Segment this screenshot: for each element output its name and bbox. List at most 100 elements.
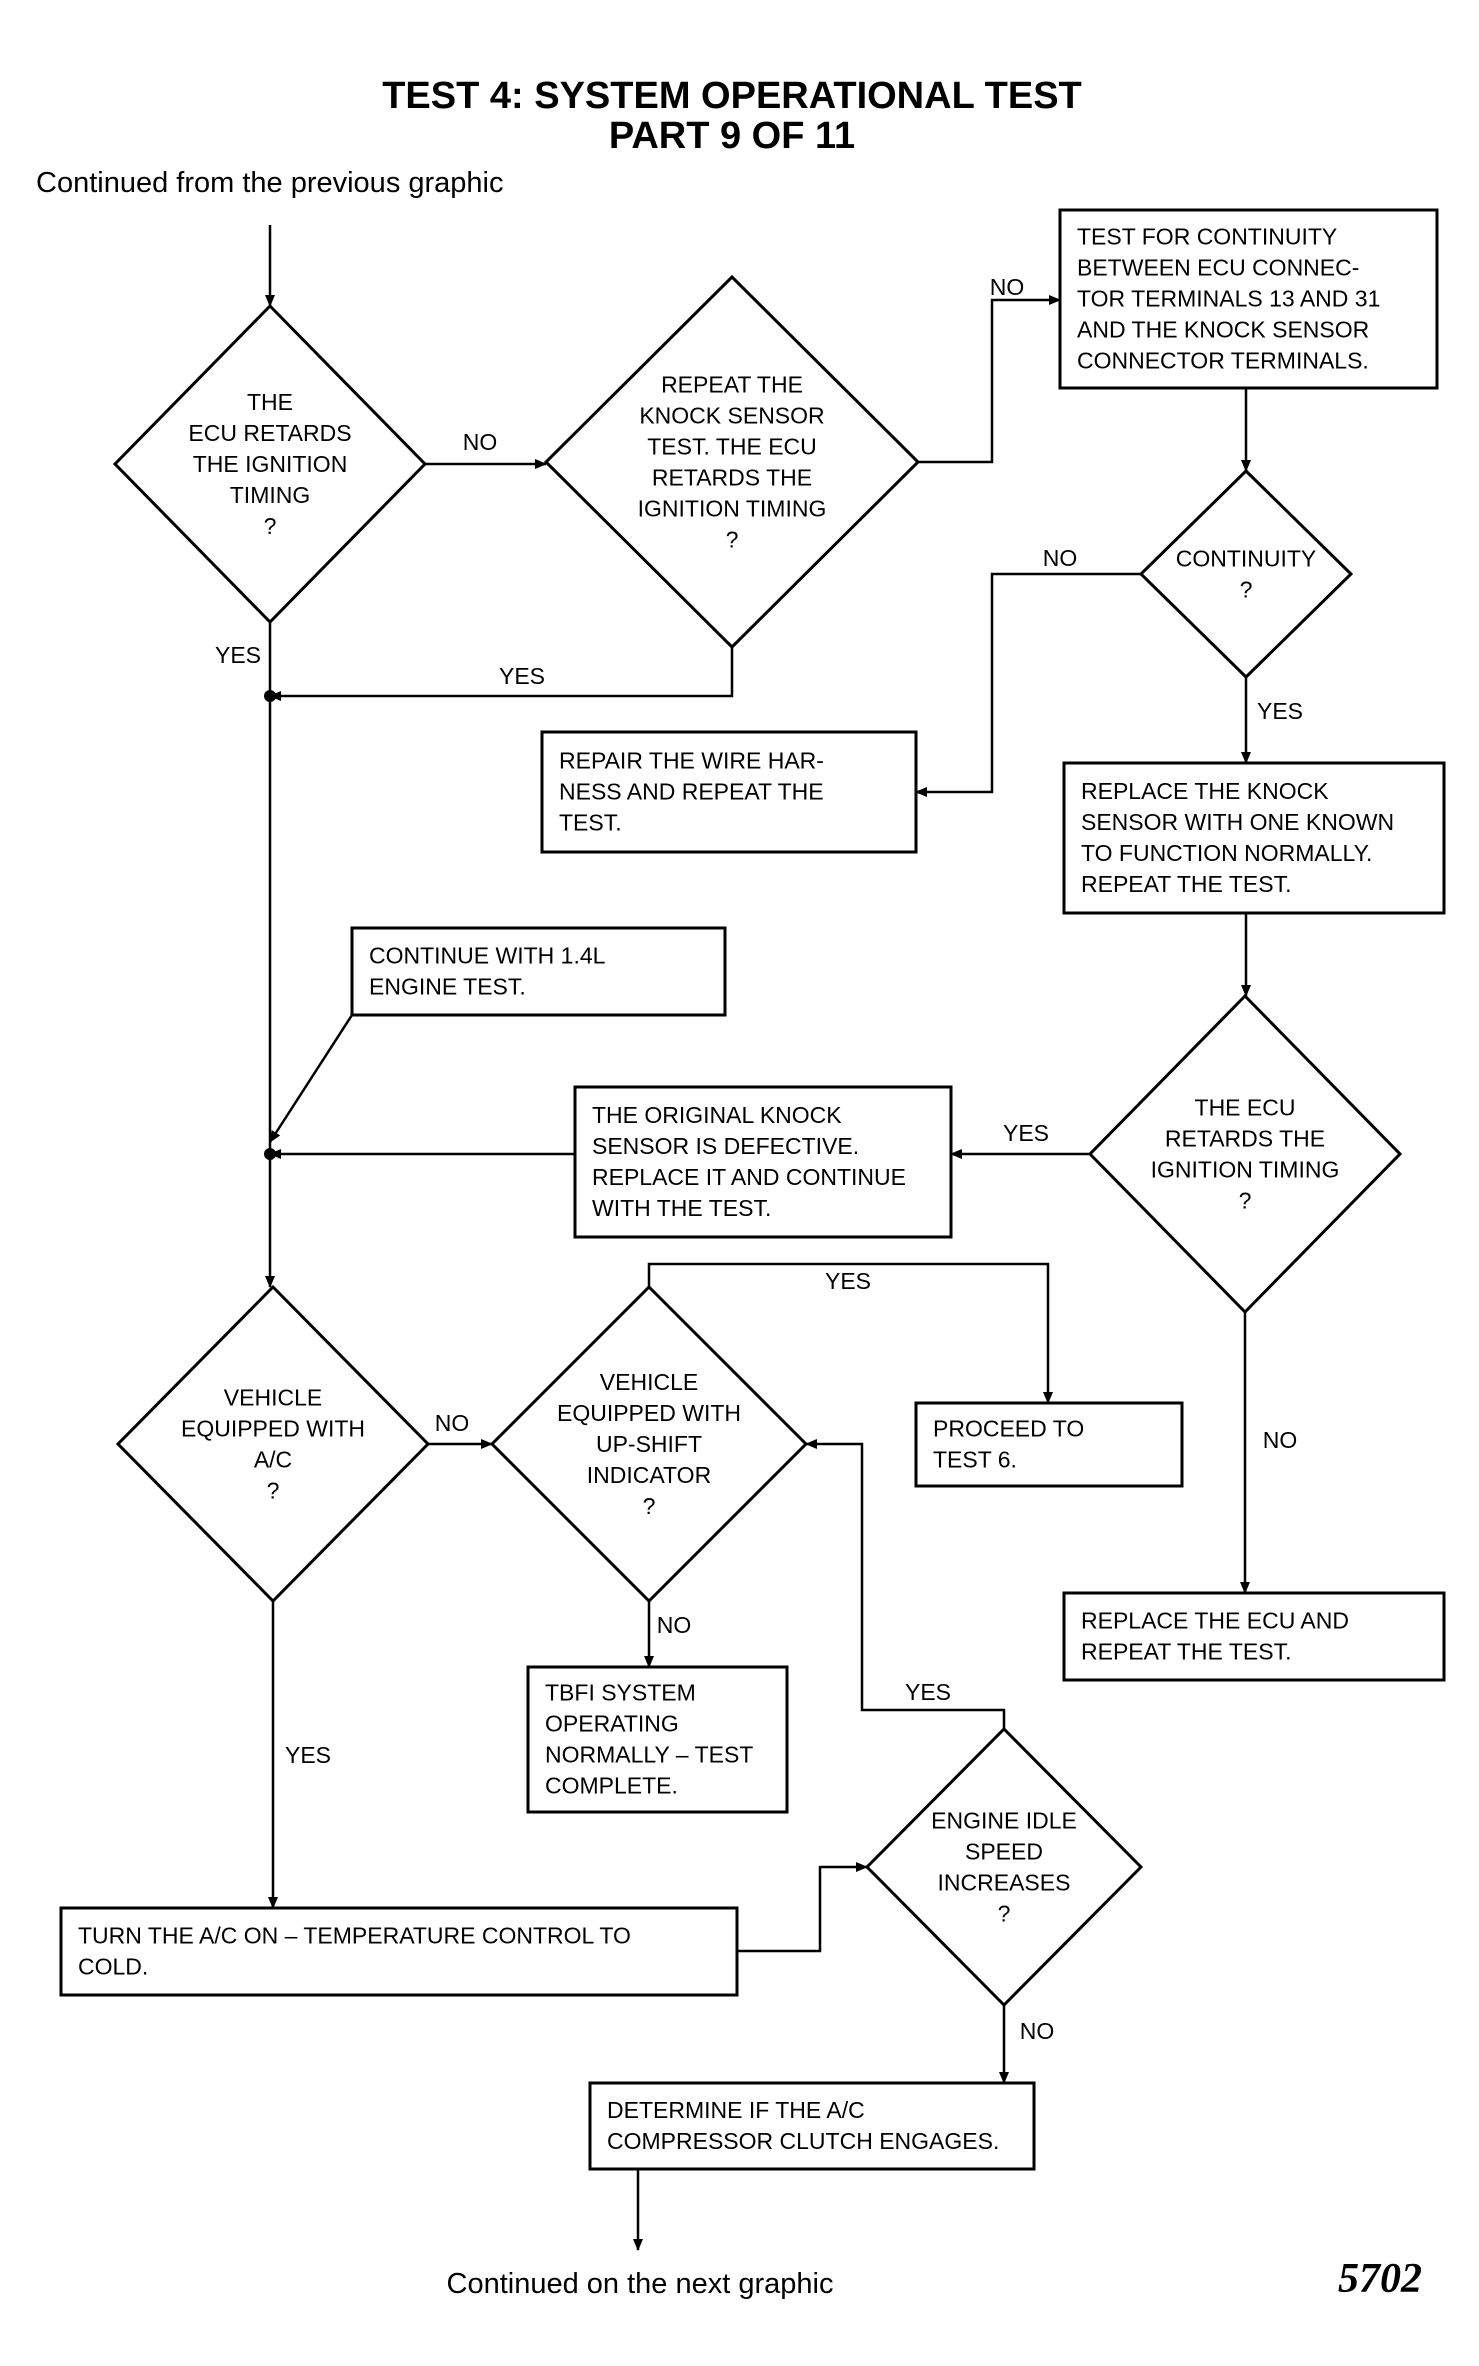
node-text-line: EQUIPPED WITH	[557, 1400, 741, 1426]
process-box-b-turn-ac-on: TURN THE A/C ON – TEMPERATURE CONTROL TO…	[59, 1906, 739, 1997]
process-rect	[526, 1665, 789, 1814]
node-text-line: THE	[247, 389, 293, 415]
node-text-line: CONTINUE WITH 1.4L	[369, 943, 606, 969]
node-text-line: TURN THE A/C ON – TEMPERATURE CONTROL TO	[78, 1923, 631, 1949]
page-title-line-2: PART 9 OF 11	[609, 115, 855, 157]
junction-dot-j-main-1	[264, 690, 276, 702]
connector-d-vehicle-upshift-to-b-proceed-test6	[647, 1262, 1053, 1404]
node-text-line: TOR TERMINALS 13 AND 31	[1077, 286, 1380, 312]
edge-label-yes: YES	[285, 1742, 331, 1768]
node-text-line: ?	[264, 513, 277, 539]
edge-label-no: NO	[990, 274, 1025, 300]
node-text-line: TEST. THE ECU	[647, 434, 817, 460]
figure-number: 5702	[1338, 2256, 1422, 2302]
process-rect	[588, 2081, 1036, 2171]
connector-d-repeat-knock-to-j-main-1	[269, 647, 734, 701]
node-text-line: ?	[726, 527, 739, 553]
node-text-line: CONNECTOR TERMINALS.	[1077, 348, 1369, 374]
node-text-line: VEHICLE	[224, 1385, 322, 1411]
node-text-line: REPEAT THE TEST.	[1081, 1639, 1291, 1665]
process-rect	[540, 730, 918, 854]
node-text-line: TEST FOR CONTINUITY	[1077, 224, 1337, 250]
process-rect	[1062, 761, 1446, 915]
node-text-line: UP-SHIFT	[596, 1431, 702, 1457]
connector-b-continue-14l-to-j-main-2	[268, 1014, 354, 1143]
node-text-line: REPEAT THE	[661, 372, 803, 398]
node-text-line: INCREASES	[938, 1870, 1071, 1896]
node-text-line: NESS AND REPEAT THE	[559, 779, 824, 805]
node-text-line: ?	[267, 1478, 280, 1504]
edge-label-yes: YES	[499, 663, 545, 689]
node-text-line: IGNITION TIMING	[1151, 1157, 1340, 1183]
process-rect	[914, 1401, 1184, 1488]
process-rect	[59, 1906, 739, 1997]
decision-diamond	[1087, 993, 1403, 1315]
node-text-line: COLD.	[78, 1954, 148, 1980]
process-box-b-determine-clutch: DETERMINE IF THE A/C COMPRESSOR CLUTCH EN…	[588, 2081, 1036, 2171]
node-text-line: OPERATING	[545, 1711, 679, 1737]
edge-label-yes: YES	[905, 1679, 951, 1705]
node-text-line: RETARDS THE	[1165, 1126, 1325, 1152]
node-text-line: KNOCK SENSOR	[639, 403, 824, 429]
node-text-line: ?	[998, 1901, 1011, 1927]
process-box-b-proceed-test6: PROCEED TO TEST 6.	[914, 1401, 1184, 1488]
edge-label-yes: YES	[215, 642, 261, 668]
node-text-line: TO FUNCTION NORMALLY.	[1081, 840, 1372, 866]
edge-label-no: NO	[1263, 1427, 1298, 1453]
junction-dot-j-main-2	[264, 1148, 276, 1160]
connector-d-idle-speed-to-d-vehicle-upshift	[805, 1439, 1006, 1729]
node-text-line: COMPRESSOR CLUTCH ENGAGES.	[607, 2128, 999, 2154]
node-text-line: A/C	[254, 1447, 292, 1473]
continued-on-caption: Continued on the next graphic	[447, 2268, 834, 2300]
node-text-line: SPEED	[965, 1839, 1043, 1865]
decision-diamond	[543, 274, 921, 650]
node-text-line: TIMING	[230, 482, 311, 508]
decision-d-continuity: CONTINUITY?	[1138, 468, 1354, 680]
node-text-line: DETERMINE IF THE A/C	[607, 2097, 865, 2123]
decision-diamond	[864, 1726, 1144, 2008]
edge-label-no: NO	[435, 1410, 470, 1436]
edge-label-yes: YES	[825, 1268, 871, 1294]
continued-from-caption: Continued from the previous graphic	[36, 167, 503, 199]
node-text-line: WITH THE TEST.	[592, 1195, 771, 1221]
decision-diamond	[1138, 468, 1354, 680]
process-rect	[350, 926, 727, 1017]
edges-layer	[264, 225, 1251, 2251]
node-text-line: RETARDS THE	[652, 465, 812, 491]
edge-label-no: NO	[657, 1612, 692, 1638]
node-text-line: PROCEED TO	[933, 1416, 1084, 1442]
node-text-line: COMPLETE.	[545, 1773, 678, 1799]
process-rect	[1062, 1591, 1446, 1682]
node-text-line: CONTINUITY	[1176, 546, 1317, 572]
decision-diamond	[489, 1284, 809, 1604]
node-text-line: SENSOR WITH ONE KNOWN	[1081, 809, 1394, 835]
decision-diamond	[115, 1284, 431, 1604]
edge-label-yes: YES	[1003, 1120, 1049, 1146]
node-text-line: THE ORIGINAL KNOCK	[592, 1102, 842, 1128]
node-text-line: THE IGNITION	[193, 451, 348, 477]
node-text-line: ?	[1240, 577, 1253, 603]
decision-diamond	[112, 303, 428, 625]
node-text-line: NORMALLY – TEST	[545, 1742, 753, 1768]
node-text-line: TEST 6.	[933, 1447, 1017, 1473]
node-text-line: REPLACE THE ECU AND	[1081, 1608, 1349, 1634]
node-text-line: TBFI SYSTEM	[545, 1680, 696, 1706]
node-text-line: TEST.	[559, 810, 622, 836]
process-rect	[573, 1085, 953, 1239]
node-text-line: REPAIR THE WIRE HAR-	[559, 748, 824, 774]
connector-d-continuity-to-b-repair-harness	[915, 572, 1141, 797]
node-text-line: ?	[1239, 1188, 1252, 1214]
process-box-b-tbfi-normal: TBFI SYSTEM OPERATING NORMALLY – TEST COMPL…	[526, 1665, 789, 1814]
node-text-line: REPLACE IT AND CONTINUE	[592, 1164, 906, 1190]
